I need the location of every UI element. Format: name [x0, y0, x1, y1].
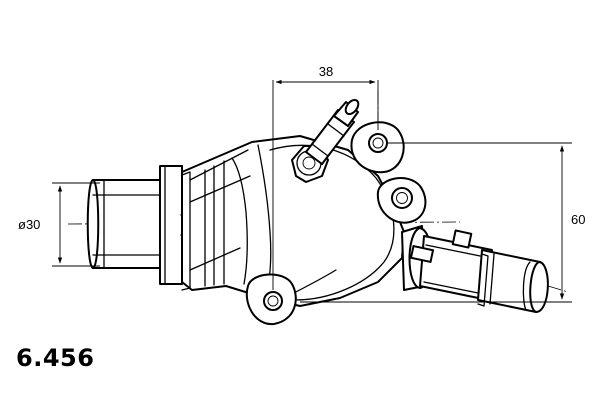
- left-inlet-pipe: [86, 165, 251, 285]
- dimension-height-label: 60: [571, 212, 585, 227]
- right-outlet-pipe: [401, 225, 549, 313]
- dimension-diameter-label: ø30: [18, 217, 40, 232]
- part-number: 6.456: [16, 344, 95, 372]
- dimension-width-label: 38: [319, 64, 333, 79]
- dimension-lines: [52, 79, 572, 303]
- bleed-nipple: [291, 98, 360, 183]
